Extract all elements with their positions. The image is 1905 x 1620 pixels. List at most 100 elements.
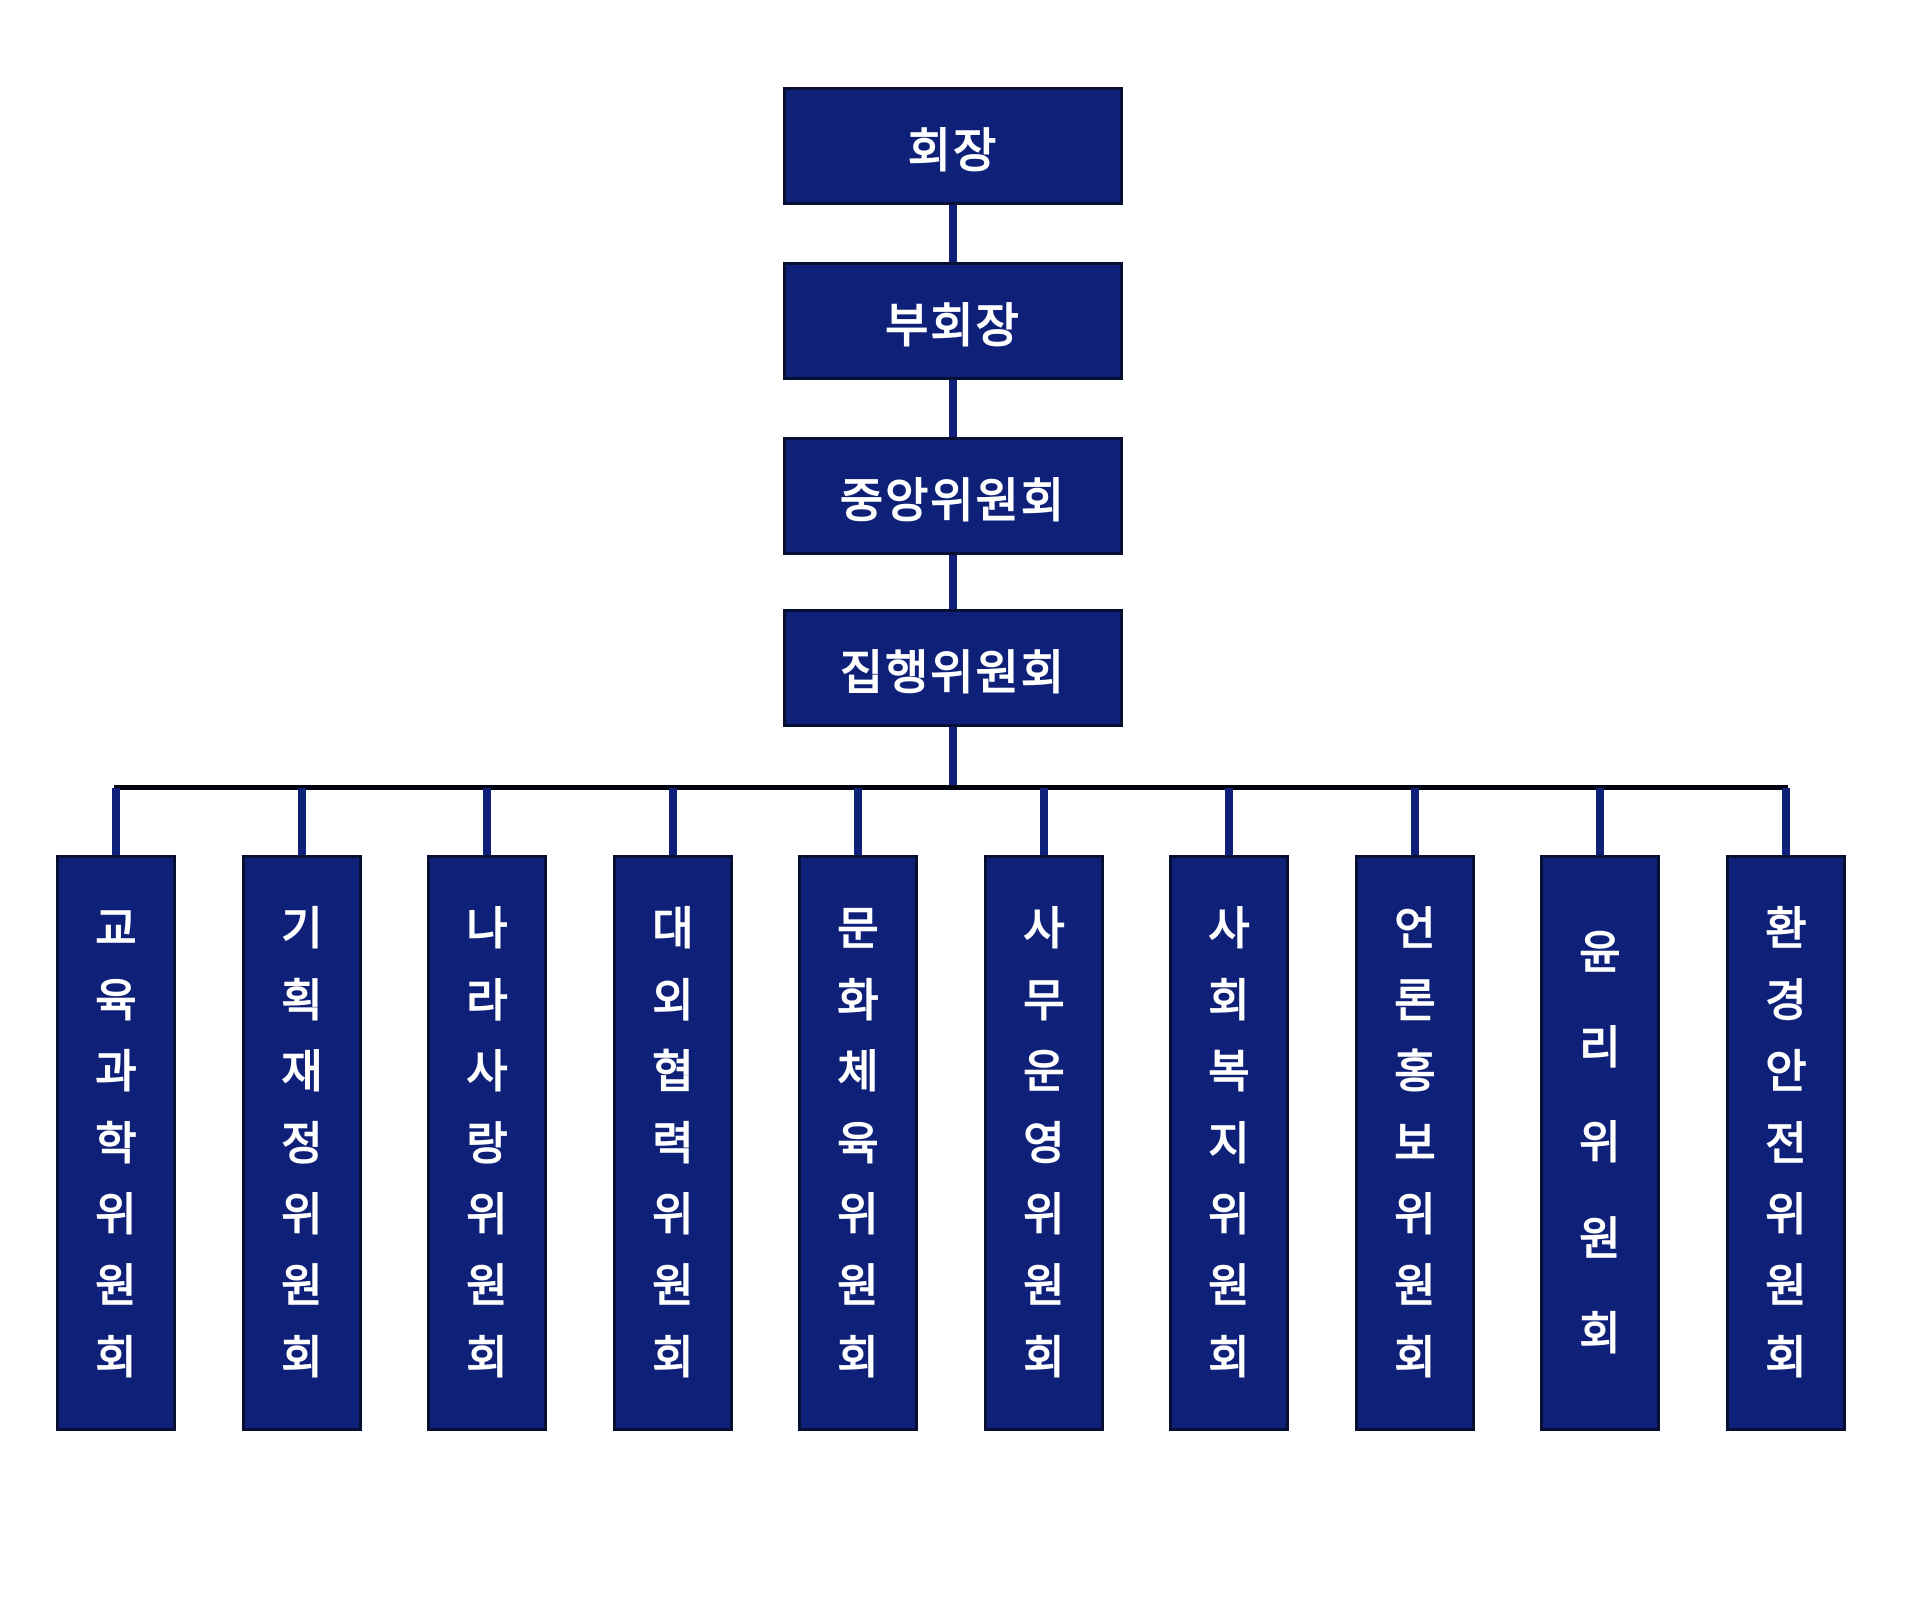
committee-node-char: 화 [837, 974, 879, 1026]
connector-vertical [949, 727, 957, 790]
committee-node-char: 회 [1394, 1331, 1436, 1383]
committee-node-char: 원 [837, 1260, 879, 1312]
committee-node-char: 영 [1023, 1117, 1065, 1169]
committee-node-char: 재 [281, 1046, 323, 1098]
committee-node-char: 문 [837, 903, 879, 955]
connector-vertical [669, 788, 677, 859]
committee-node-char: 학 [95, 1117, 137, 1169]
committee-node-char: 론 [1394, 974, 1436, 1026]
org-node-label: 회장 [907, 123, 999, 177]
committee-node-char: 위 [837, 1188, 879, 1240]
committee-node-char: 과 [95, 1046, 137, 1098]
org-node-level-4: 집행위원회 [783, 609, 1123, 727]
org-node-label: 중앙위원회 [839, 473, 1067, 527]
committee-node-char: 무 [1023, 974, 1065, 1026]
committee-node-char: 회 [652, 1331, 694, 1383]
committee-node-char: 원 [1394, 1260, 1436, 1312]
connector-vertical [949, 205, 957, 262]
committee-node-char: 회 [466, 1331, 508, 1383]
committee-node-char: 위 [1765, 1188, 1807, 1240]
committee-node-char: 보 [1394, 1117, 1436, 1169]
committee-node-char: 회 [1579, 1307, 1621, 1359]
committee-node-char: 전 [1765, 1117, 1807, 1169]
committee-node-char: 원 [1579, 1212, 1621, 1264]
committee-node-char: 원 [95, 1260, 137, 1312]
committee-node-char: 지 [1208, 1117, 1250, 1169]
connector-vertical [483, 788, 491, 859]
committee-node-char: 체 [837, 1046, 879, 1098]
connector-vertical [949, 380, 957, 437]
committee-node-char: 위 [1579, 1117, 1621, 1169]
connector-vertical [949, 555, 957, 609]
committee-node-char: 회 [1765, 1331, 1807, 1383]
committee-node-char: 홍 [1394, 1046, 1436, 1098]
committee-node-char: 위 [1394, 1188, 1436, 1240]
committee-node-char: 회 [95, 1331, 137, 1383]
committee-node-char: 경 [1765, 974, 1807, 1026]
committee-node-char: 원 [281, 1260, 323, 1312]
committee-node-char: 정 [281, 1117, 323, 1169]
org-node-level-1: 회장 [783, 87, 1123, 205]
committee-node-char: 대 [652, 903, 694, 955]
committee-node-char: 획 [281, 974, 323, 1026]
committee-node-char: 위 [95, 1188, 137, 1240]
committee-node-char: 육 [95, 974, 137, 1026]
committee-node-char: 사 [1208, 903, 1250, 955]
committee-node-char: 회 [837, 1331, 879, 1383]
committee-node-char: 원 [1208, 1260, 1250, 1312]
committee-node-char: 윤 [1579, 927, 1621, 979]
committee-node-char: 언 [1394, 903, 1436, 955]
committee-node-char: 원 [1023, 1260, 1065, 1312]
connector-horizontal [114, 785, 1788, 790]
committee-node-char: 사 [1023, 903, 1065, 955]
committee-node-char: 교 [95, 903, 137, 955]
committee-node-char: 복 [1208, 1046, 1250, 1098]
org-node-label: 부회장 [885, 298, 1021, 352]
committee-node-char: 환 [1765, 903, 1807, 955]
connector-vertical [1782, 788, 1790, 859]
committee-node-char: 위 [652, 1188, 694, 1240]
committee-node-char: 위 [1023, 1188, 1065, 1240]
committee-node-char: 원 [652, 1260, 694, 1312]
committee-node-char: 위 [1208, 1188, 1250, 1240]
committee-node-char: 회 [1023, 1331, 1065, 1383]
committee-node-char: 리 [1579, 1022, 1621, 1074]
connector-vertical [1596, 788, 1604, 859]
committee-node-char: 운 [1023, 1046, 1065, 1098]
connector-vertical [298, 788, 306, 859]
committee-node-char: 회 [1208, 1331, 1250, 1383]
committee-node-char: 안 [1765, 1046, 1807, 1098]
committee-node-char: 력 [652, 1117, 694, 1169]
committee-node-char: 라 [466, 974, 508, 1026]
connector-vertical [1225, 788, 1233, 859]
committee-node-char: 위 [466, 1188, 508, 1240]
committee-node-char: 원 [466, 1260, 508, 1312]
org-node-level-3: 중앙위원회 [783, 437, 1123, 555]
connector-vertical [112, 788, 120, 859]
connector-vertical [1040, 788, 1048, 859]
committee-node-char: 기 [281, 903, 323, 955]
committee-node-char: 외 [652, 974, 694, 1026]
committee-node-char: 회 [281, 1331, 323, 1383]
committee-node-char: 회 [1208, 974, 1250, 1026]
org-node-label: 집행위원회 [839, 645, 1067, 699]
committee-node-char: 사 [466, 1046, 508, 1098]
connector-vertical [854, 788, 862, 859]
connector-vertical [1411, 788, 1419, 859]
org-node-level-2: 부회장 [783, 262, 1123, 380]
committee-node-char: 원 [1765, 1260, 1807, 1312]
committee-node-char: 랑 [466, 1117, 508, 1169]
committee-node-char: 위 [281, 1188, 323, 1240]
committee-node-char: 육 [837, 1117, 879, 1169]
